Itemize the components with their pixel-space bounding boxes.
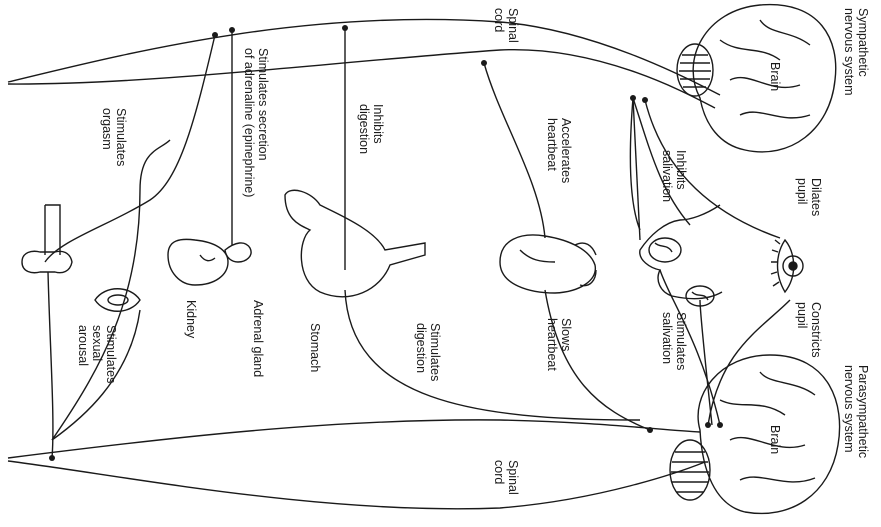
adrenal-gland xyxy=(225,243,251,262)
stomach-label: Stomach xyxy=(308,323,322,372)
ganglion-dots xyxy=(49,25,723,461)
brain-top-label: Brain xyxy=(768,62,782,91)
stomach xyxy=(285,190,425,297)
brain-top xyxy=(677,5,836,152)
salivary-glands xyxy=(640,205,722,306)
brain-bottom xyxy=(670,355,840,513)
male-genitals xyxy=(22,205,72,273)
brain-bottom-label: Brain xyxy=(768,425,782,454)
eye xyxy=(771,240,803,292)
kidney-label: Kidney xyxy=(184,300,198,338)
spinal-cord-top xyxy=(8,19,720,108)
kidney xyxy=(168,239,228,285)
female-genitals xyxy=(95,289,140,312)
heart xyxy=(500,235,596,293)
spinal-cord-bottom xyxy=(8,420,705,509)
sympathetic-pathways xyxy=(45,28,780,270)
adrenal-gland-label: Adrenal gland xyxy=(251,300,265,377)
